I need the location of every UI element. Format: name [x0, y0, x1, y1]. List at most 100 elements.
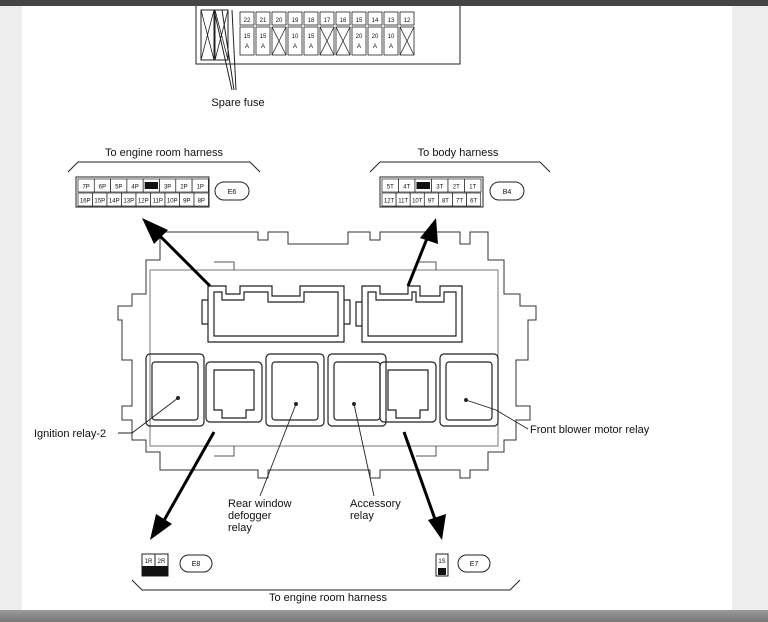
fuse-rating: 10 [292, 34, 299, 40]
pin-label: 9T [428, 199, 435, 205]
pin-label: 5P [115, 185, 122, 191]
rear-window-label-3: relay [228, 522, 252, 534]
fuse-rating: 20 [372, 34, 379, 40]
pin-label: 10P [167, 199, 178, 205]
ignition-relay-label: Ignition relay-2 [34, 428, 106, 440]
pin-label: 5T [387, 185, 394, 191]
pin-label: 7T [456, 199, 463, 205]
empty-fuse-cross [335, 26, 351, 56]
fuse-slot [383, 26, 399, 56]
fuse-slot [287, 26, 303, 56]
fuse-unit: A [357, 44, 361, 50]
bottom-right-connector-e7: 1S E7 [435, 553, 491, 577]
fuse-unit: A [309, 44, 313, 50]
right-scroll-area[interactable] [732, 6, 768, 610]
fuse-number-cell [319, 11, 335, 26]
fuse-unit: A [293, 44, 297, 50]
pin-label: 4P [131, 185, 138, 191]
pin-label: 11T [398, 199, 408, 205]
left-connector-title: To engine room harness [105, 147, 224, 159]
fuse-unit: A [373, 44, 377, 50]
fuse-number: 19 [292, 18, 299, 24]
fuse-number: 20 [276, 18, 283, 24]
e7-label: E7 [470, 561, 479, 568]
fuse-rating: 15 [244, 34, 251, 40]
fuse-number: 13 [388, 18, 395, 24]
fuse-number: 18 [308, 18, 315, 24]
fuse-number: 17 [324, 18, 331, 24]
key-block [416, 182, 430, 189]
fuse-number-cell [399, 11, 415, 26]
pin-label: 14P [109, 199, 120, 205]
fuse-number-cell [351, 11, 367, 26]
pin-label: 2P [180, 185, 187, 191]
pin-label: 7P [82, 185, 89, 191]
front-blower-label: Front blower motor relay [530, 424, 650, 436]
fuse-unit: A [245, 44, 249, 50]
fuse-number: 21 [260, 18, 267, 24]
pin-label: 1T [469, 185, 476, 191]
pin-label: 3T [436, 185, 443, 191]
pin-label: 12T [384, 199, 395, 205]
bottom-left-connector-e8: 1R 2R E8 [141, 553, 213, 577]
fuse-unit: A [389, 44, 393, 50]
pin-label: 13P [123, 199, 134, 205]
left-margin [0, 6, 22, 610]
right-connector-title: To body harness [418, 147, 499, 159]
fuse-number-cell [239, 11, 255, 26]
rear-window-label-2: defogger [228, 510, 272, 522]
pin-label: 4T [403, 185, 410, 191]
spare-fuse-cross [214, 9, 229, 61]
pin-label: 6P [99, 185, 106, 191]
key-block [144, 182, 158, 189]
fuse-number-cell [271, 11, 287, 26]
pin-label: 2T [453, 185, 460, 191]
fuse-number-cell [303, 11, 319, 26]
fuse-unit: A [261, 44, 265, 50]
fuse-rating: 15 [260, 34, 267, 40]
pin-label: 11P [153, 199, 163, 205]
pin-label: 16P [80, 199, 91, 205]
engine-harness-socket [201, 285, 351, 343]
document-page [22, 6, 732, 610]
fuse-number: 12 [404, 18, 411, 24]
e8-label: E8 [192, 561, 201, 568]
body-harness-socket [355, 285, 463, 343]
bottom-bar [0, 610, 768, 622]
fuse-number-cell [367, 11, 383, 26]
empty-fuse-cross [319, 26, 335, 56]
accessory-label-2: relay [350, 510, 374, 522]
pin-cell [193, 192, 209, 207]
top-bar [0, 0, 768, 6]
fuse-number: 15 [356, 18, 363, 24]
fuse-number: 22 [244, 18, 251, 24]
spare-fuse-cross [200, 9, 215, 61]
pin-label: 8T [442, 199, 449, 205]
fuse-number-cell [287, 11, 303, 26]
harness-arrows [142, 218, 446, 540]
fuse-number: 16 [340, 18, 347, 24]
fuse-number-cell [255, 11, 271, 26]
pin-label: 6T [470, 199, 477, 205]
spare-fuse-label: Spare fuse [211, 97, 264, 109]
pin-label: 15P [94, 199, 105, 205]
bottom-harness-title: To engine room harness [269, 592, 388, 604]
fuse-slot [351, 26, 367, 56]
e7-pin-1s: 1S [438, 559, 445, 565]
pin-cell [466, 192, 482, 207]
relay-slots [145, 353, 499, 427]
e8-pin-1r: 1R [145, 559, 153, 565]
pin-label: 8P [198, 199, 205, 205]
fuse-slot [239, 26, 255, 56]
fuse-rating: 15 [308, 34, 315, 40]
pin-label: 12P [138, 199, 149, 205]
e8-pin-2r: 2R [158, 559, 166, 565]
fuse-number-cell [335, 11, 351, 26]
fuse-rating: 10 [388, 34, 395, 40]
empty-fuse-cross [271, 26, 287, 56]
pin-label: 10T [412, 199, 423, 205]
